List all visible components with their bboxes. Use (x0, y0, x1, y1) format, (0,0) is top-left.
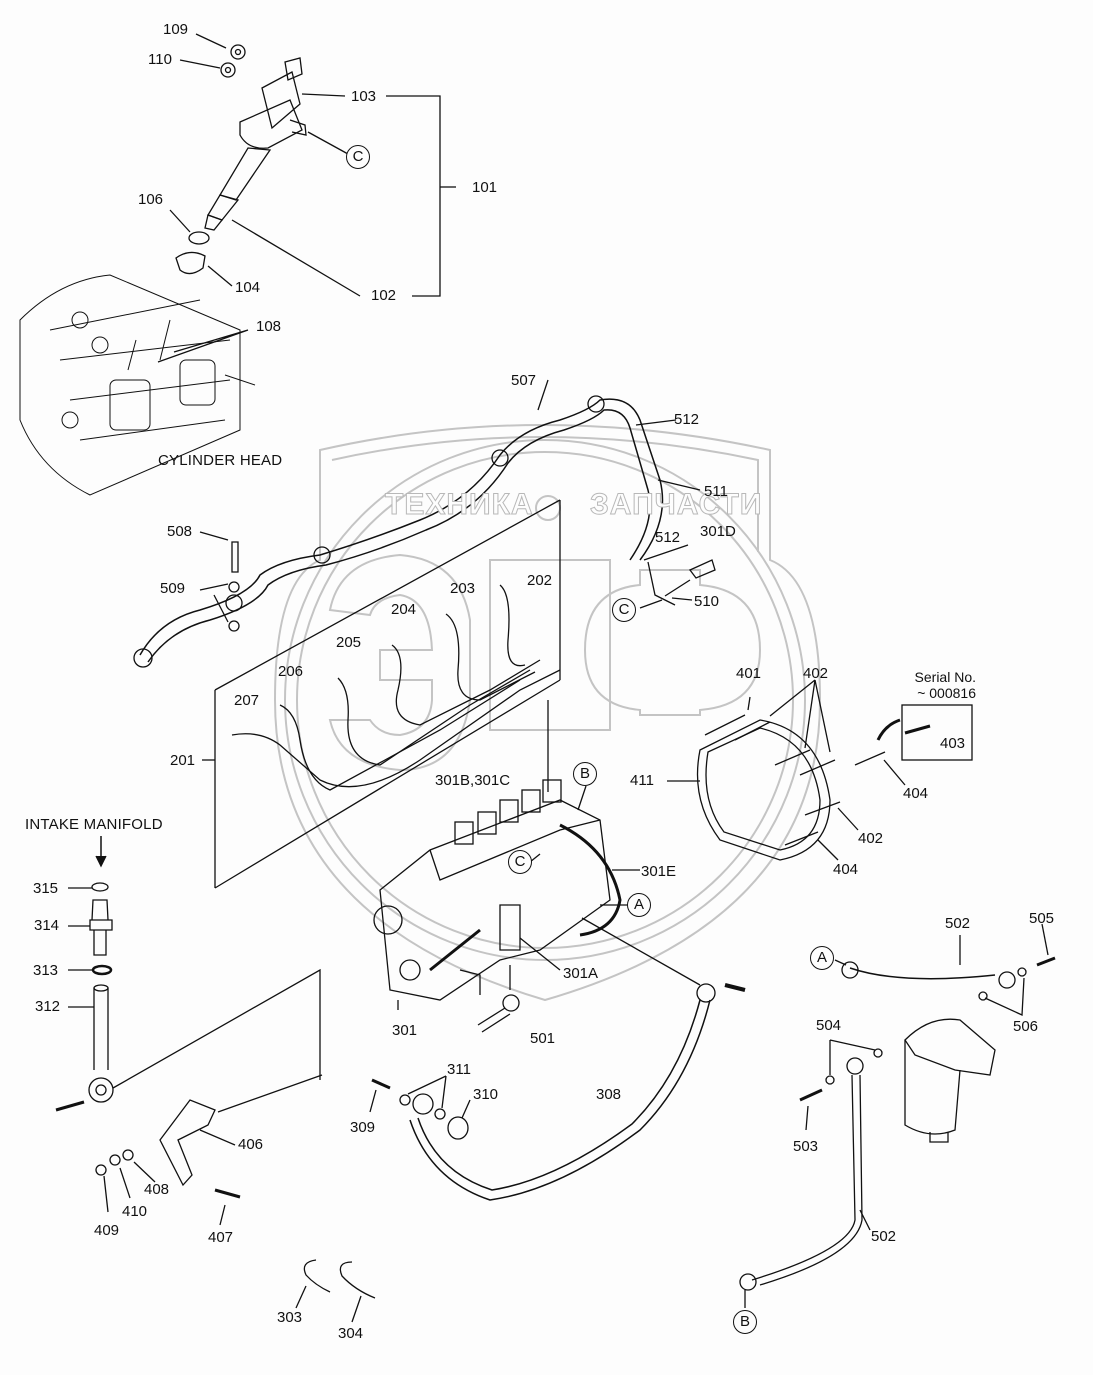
serial-range: ~ 000816 (917, 685, 976, 701)
injection-pump (373, 779, 622, 1001)
part-label-510: 510 (694, 593, 720, 610)
part-label-508: 508 (167, 523, 193, 540)
ref-marker-a: A (810, 946, 834, 970)
part-label-411: 411 (630, 772, 654, 789)
watermark-shield (273, 424, 822, 1002)
part-label-404: 404 (833, 861, 859, 878)
part-label-204: 204 (391, 601, 417, 618)
intake-manifold-caption: INTAKE MANIFOLD (25, 816, 163, 833)
part-label-301a: 301A (563, 965, 599, 982)
serial-number-note: Serial No. ~ 000816 (900, 669, 976, 701)
part-label-502: 502 (871, 1228, 897, 1245)
watermark-text-left: ТЕХНИКА (385, 488, 534, 522)
part-label-301b-301c: 301B,301C (435, 772, 511, 789)
part-label-203: 203 (450, 580, 476, 597)
injection-pipes (231, 584, 561, 791)
part-label-301: 301 (392, 1022, 418, 1039)
part-label-503: 503 (793, 1138, 819, 1155)
ref-marker-c: C (612, 598, 636, 622)
part-label-507: 507 (511, 372, 537, 389)
part-label-301e: 301E (641, 863, 677, 880)
part-label-104: 104 (235, 279, 261, 296)
ref-marker-c: C (508, 850, 532, 874)
part-label-101: 101 (472, 179, 498, 196)
part-label-404: 404 (903, 785, 929, 802)
return-pipe (139, 398, 664, 663)
part-label-201: 201 (170, 752, 196, 769)
part-label-410: 410 (122, 1203, 148, 1220)
serial-label: Serial No. (914, 669, 976, 685)
part-label-502: 502 (945, 915, 971, 932)
part-label-402: 402 (803, 665, 829, 682)
ref-marker-b: B (573, 762, 597, 786)
part-label-205: 205 (336, 634, 362, 651)
part-label-108: 108 (256, 318, 282, 335)
line-art (19, 33, 1056, 1323)
ref-marker-b: B (733, 1310, 757, 1334)
ref-marker-a: A (627, 893, 651, 917)
part-label-401: 401 (736, 665, 762, 682)
part-label-407: 407 (208, 1229, 234, 1246)
part-label-501: 501 (530, 1030, 556, 1047)
part-label-301d: 301D (700, 523, 736, 540)
injector-nozzle (204, 57, 307, 231)
part-label-311: 311 (447, 1061, 471, 1078)
watermark-text-right: ЗАПЧАСТИ (589, 488, 763, 522)
part-label-110: 110 (148, 51, 172, 68)
part-label-408: 408 (144, 1181, 170, 1198)
part-label-202: 202 (527, 572, 553, 589)
part-label-312: 312 (35, 998, 61, 1015)
part-label-103: 103 (351, 88, 377, 105)
part-label-310: 310 (473, 1086, 499, 1103)
part-label-106: 106 (138, 191, 164, 208)
part-label-309: 309 (350, 1119, 376, 1136)
part-label-314: 314 (34, 917, 60, 934)
part-label-206: 206 (278, 663, 304, 680)
cylinder-head (19, 274, 256, 496)
part-label-303: 303 (277, 1309, 303, 1326)
part-label-308: 308 (596, 1086, 622, 1103)
part-label-402: 402 (858, 830, 884, 847)
part-label-512: 512 (655, 529, 681, 546)
part-label-304: 304 (338, 1325, 364, 1342)
part-label-504: 504 (816, 1017, 842, 1034)
part-label-509: 509 (160, 580, 186, 597)
part-label-207: 207 (234, 692, 260, 709)
part-label-409: 409 (94, 1222, 120, 1239)
part-label-505: 505 (1029, 910, 1055, 927)
part-label-315: 315 (33, 880, 59, 897)
part-label-102: 102 (371, 287, 397, 304)
part-label-511: 511 (704, 483, 728, 500)
part-label-506: 506 (1013, 1018, 1039, 1035)
part-label-313: 313 (33, 962, 59, 979)
part-label-403: 403 (940, 735, 966, 752)
ref-marker-c: C (346, 145, 370, 169)
part-label-406: 406 (238, 1136, 264, 1153)
part-label-109: 109 (163, 21, 189, 38)
cylinder-head-caption: CYLINDER HEAD (158, 452, 283, 469)
part-label-512: 512 (674, 411, 700, 428)
